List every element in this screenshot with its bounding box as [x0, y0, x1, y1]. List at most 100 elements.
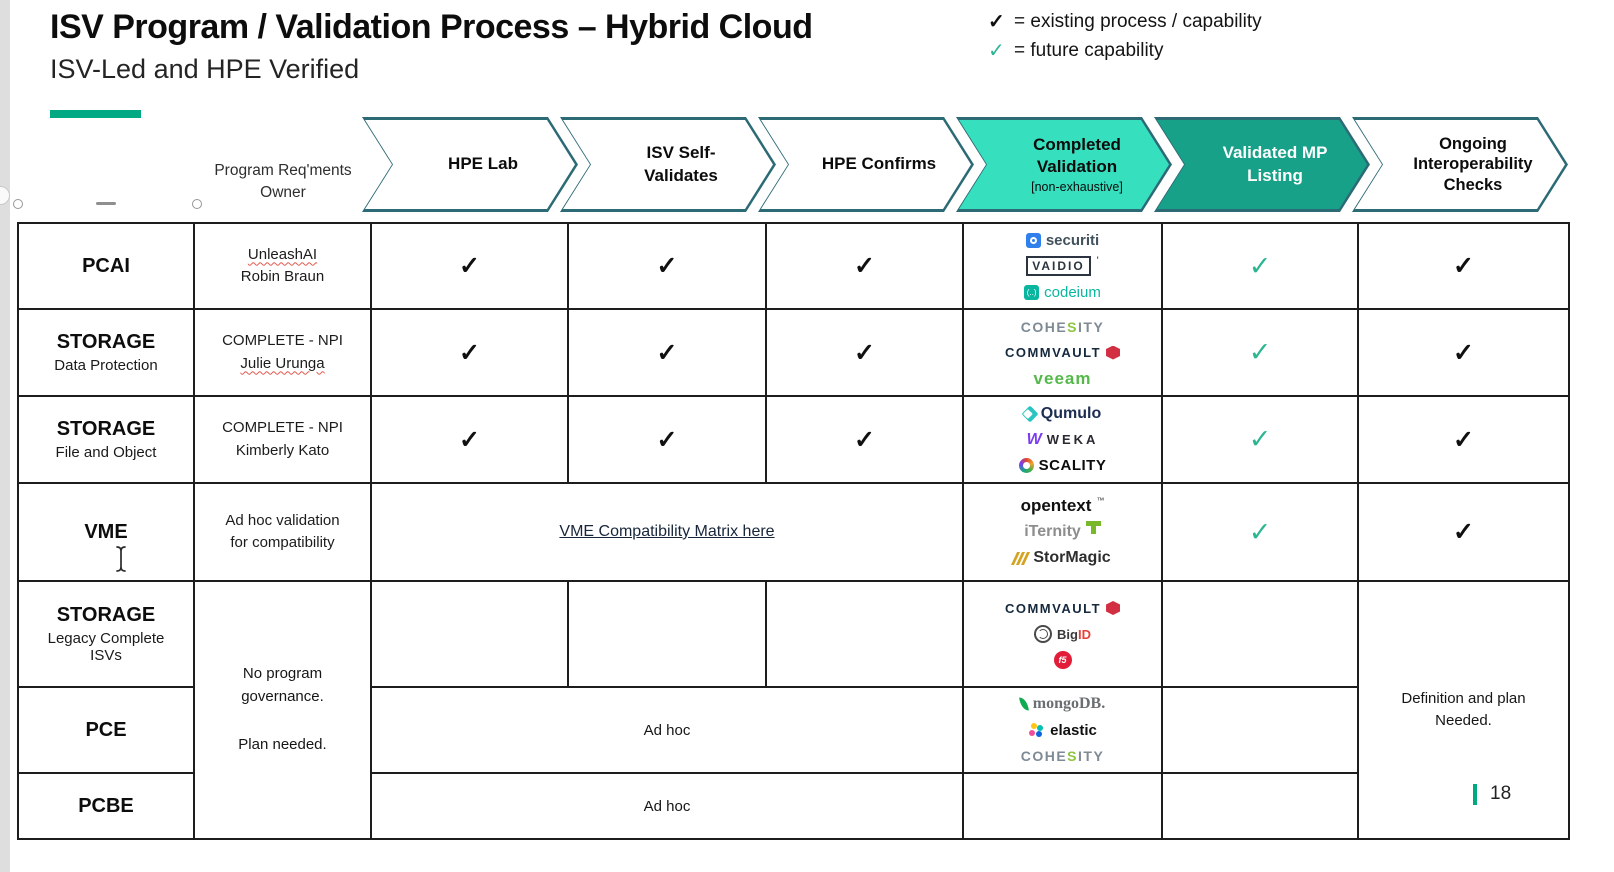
opentext-tm: ™: [1096, 495, 1105, 505]
isv-self-check-cell: ✓: [567, 308, 767, 397]
hpe-lab-empty-cell: [370, 580, 569, 688]
owner-line2: Robin Braun: [240, 268, 325, 285]
category-label: VME: [84, 520, 128, 543]
owner-column-header: Program Req'ments Owner: [197, 160, 369, 205]
chevron-hpe-lab: HPE Lab: [362, 117, 578, 212]
commvault-logo: COMMVAULT: [968, 595, 1157, 621]
chevron-fill: [959, 120, 1169, 209]
owner-line1: UnleashAI: [247, 245, 318, 263]
table-row-pcbe: PCBE Ad hoc: [17, 772, 1569, 840]
commvault-icon: [1106, 345, 1121, 360]
ongoing-check-cell: ✓: [1357, 222, 1570, 310]
cohesity-logo: COHESITY: [968, 314, 1157, 340]
chevron-label: HPE Lab: [448, 154, 518, 174]
pce-adhoc-cell: Ad hoc: [370, 686, 964, 774]
chevron-label: Ongoing: [1439, 134, 1507, 153]
validated-mp-empty-cell: [1161, 580, 1359, 688]
scality-logo: SCALITY: [968, 453, 1157, 479]
check-icon: ✓: [459, 338, 480, 367]
chevron-label: Interoperability: [1413, 155, 1533, 174]
stormagic-icon: [1011, 551, 1021, 565]
opentext-logo: opentext ™: [968, 493, 1157, 519]
hpe-confirms-check-cell: ✓: [765, 308, 964, 397]
hpe-confirms-empty-cell: [765, 580, 964, 688]
legend-existing-label: = existing process / capability: [1014, 10, 1262, 32]
selection-handle-dash[interactable]: [96, 202, 116, 205]
chevron-fill: [1157, 120, 1367, 209]
page-accent-bar: [1473, 783, 1477, 805]
opentext-wordmark: opentext: [1020, 496, 1092, 515]
chevron-label: Validated MP: [1222, 143, 1328, 163]
black-check-icon: ✓: [988, 11, 1005, 33]
title-accent-bar: [50, 110, 141, 118]
category-label: PCBE: [78, 794, 134, 817]
cohesity-wordmark: COHESITY: [1020, 748, 1105, 764]
completed-validation-logos: securiti VAIDIO' (..)codeium: [962, 222, 1163, 310]
elastic-icon: [1028, 722, 1045, 738]
mongodb-icon: [1018, 696, 1029, 712]
category-label: STORAGE: [56, 331, 156, 353]
codeium-wordmark: codeium: [1044, 283, 1101, 301]
commvault-logo: COMMVAULT: [968, 340, 1157, 366]
legend-future-label: = future capability: [1014, 39, 1164, 61]
completed-validation-empty-cell: [962, 772, 1163, 840]
check-icon: ✓: [459, 425, 480, 454]
adhoc-label: Ad hoc: [643, 797, 691, 815]
bigid-icon: [1034, 625, 1053, 643]
owner-cell: COMPLETE - NPI Julie Urunga: [193, 308, 372, 397]
veeam-logo: veeam: [968, 366, 1157, 392]
table-row-pcai: PCAI UnleashAI Robin Braun ✓ ✓ ✓ securit…: [17, 222, 1570, 310]
legend: ✓ = existing process / capability ✓ = fu…: [988, 7, 1262, 65]
validated-mp-check-cell: ✓: [1161, 308, 1359, 397]
category-label: STORAGE: [56, 418, 156, 440]
check-icon: ✓: [656, 252, 678, 280]
left-edge-strip: [0, 0, 10, 872]
codeium-logo: (..)codeium: [968, 279, 1157, 305]
selection-handle[interactable]: [13, 199, 23, 209]
no-governance-line1: No program governance.: [241, 665, 324, 705]
completed-validation-logos: mongoDB. elastic COHESITY: [962, 686, 1163, 774]
completed-validation-logos: COHESITY COMMVAULT veeam: [962, 308, 1163, 397]
ongoing-check-cell: ✓: [1357, 395, 1570, 484]
iternity-icon: [1085, 520, 1101, 534]
qumulo-wordmark: Qumulo: [1040, 404, 1102, 422]
category-label: STORAGE: [56, 604, 156, 626]
mongodb-wordmark: mongoDB.: [1032, 695, 1106, 712]
category-sublabel: Data Protection: [54, 357, 158, 374]
scality-wordmark: SCALITY: [1038, 457, 1107, 474]
legend-future: ✓ = future capability: [988, 36, 1262, 65]
hpe-confirms-check-cell: ✓: [765, 222, 964, 310]
validated-mp-empty-cell: [1161, 686, 1359, 774]
iternity-logo: iTernity: [968, 519, 1157, 545]
vme-compatibility-matrix-link[interactable]: VME Compatibility Matrix here: [559, 523, 775, 540]
validated-mp-check-cell: ✓: [1161, 482, 1359, 582]
selection-handle[interactable]: [192, 199, 202, 209]
qumulo-logo: Qumulo: [968, 401, 1157, 427]
qumulo-icon: [1021, 405, 1039, 422]
codeium-icon: (..): [1024, 284, 1040, 300]
category-cell: STORAGE Data Protection: [17, 308, 195, 397]
securiti-logo: securiti: [968, 227, 1157, 253]
owner-line2: for compatibility: [230, 534, 335, 551]
validation-matrix-table: PCAI UnleashAI Robin Braun ✓ ✓ ✓ securit…: [17, 222, 1570, 840]
chevron-label: Checks: [1443, 175, 1503, 194]
definition-line1: Definition and plan: [1401, 689, 1526, 707]
bigid-wordmark: BigID: [1057, 626, 1091, 642]
isv-self-check-cell: ✓: [567, 395, 767, 484]
f5-logo: f5: [968, 647, 1157, 673]
mongodb-logo: mongoDB.: [968, 691, 1157, 717]
category-label: PCE: [85, 718, 127, 741]
no-governance-line2: Plan needed.: [238, 736, 327, 754]
chevron-fill: [563, 120, 773, 209]
securiti-wordmark: securiti: [1045, 231, 1100, 249]
hpe-confirms-check-cell: ✓: [765, 395, 964, 484]
chevron-fill: [761, 120, 971, 209]
owner-cell: COMPLETE - NPI Kimberly Kato: [193, 395, 372, 484]
category-cell: PCAI: [17, 222, 195, 310]
owner-line1: COMPLETE - NPI: [222, 419, 343, 436]
hpe-lab-check-cell: ✓: [370, 308, 569, 397]
chevron-label: HPE Confirms: [821, 154, 937, 174]
